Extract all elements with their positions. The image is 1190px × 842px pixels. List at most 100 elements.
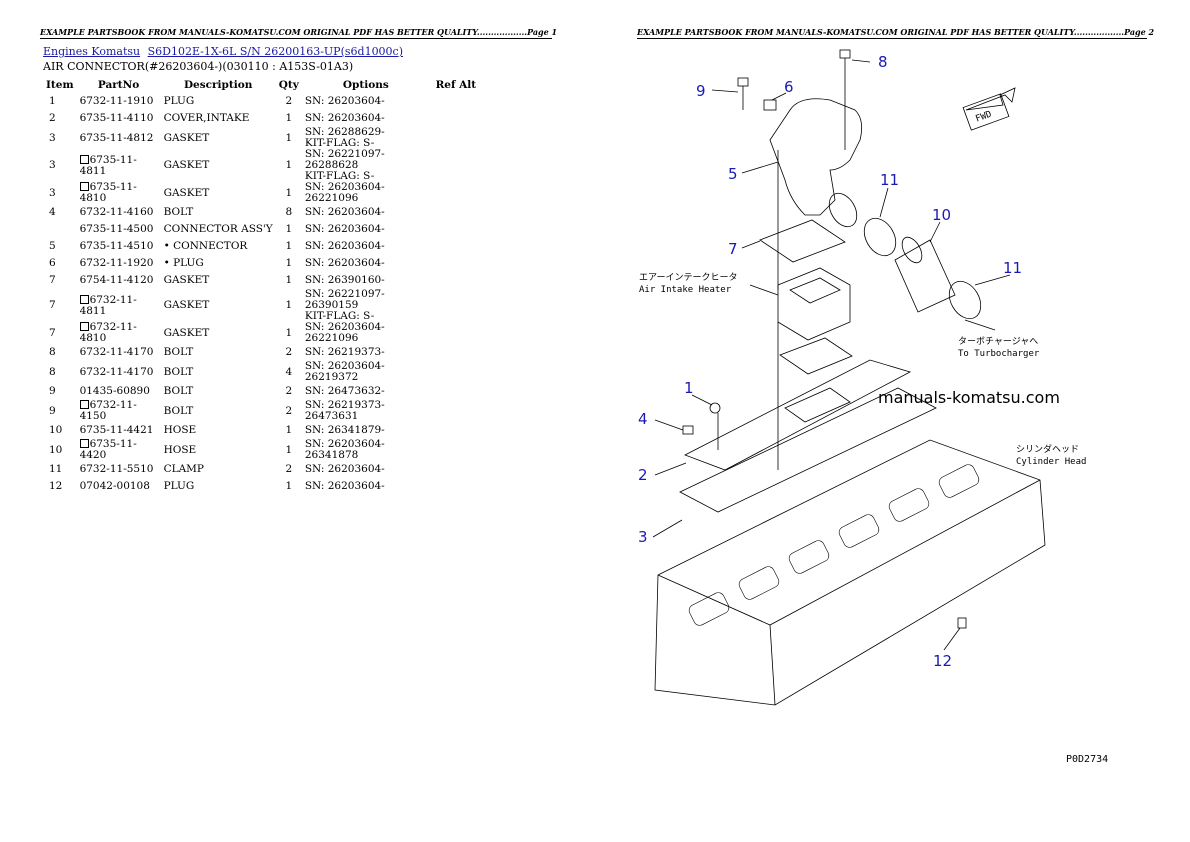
options-cell-text: SN: 26203604-: [304, 257, 385, 269]
item-cell: 8: [43, 344, 77, 361]
options-cell-text: SN: 26203604-: [304, 463, 385, 475]
options-cell: SN: 26203604-26341878: [302, 439, 430, 461]
qty-cell: 1: [276, 238, 302, 255]
page2-header: EXAMPLE PARTSBOOK FROM MANUALS-KOMATSU.C…: [637, 27, 1155, 39]
qty-cell-text: 1: [285, 424, 293, 436]
qty-cell-text: 1: [285, 257, 293, 269]
item-cell: 10: [43, 422, 77, 439]
description-cell: COVER,INTAKE: [161, 110, 276, 127]
partno-cell: 6732-11-1910: [77, 93, 161, 110]
item-cell-text: 12: [49, 480, 63, 492]
options-cell-text: SN: 26219373-26473631: [304, 399, 385, 422]
description-cell: GASKET: [161, 149, 276, 182]
options-cell: SN: 26203604-: [302, 204, 430, 221]
qty-cell-text: 1: [285, 223, 293, 235]
refalt-cell: [430, 383, 482, 400]
description-cell-text: • CONNECTOR: [163, 240, 248, 252]
partno-cell-text: 6754-11-4120: [79, 274, 154, 286]
description-cell-text: BOLT: [163, 385, 194, 397]
description-cell-text: PLUG: [163, 95, 195, 107]
description-cell: PLUG: [161, 93, 276, 110]
partno-cell: 6735-11-4110: [77, 110, 161, 127]
qty-cell: 1: [276, 289, 302, 322]
qty-cell: 2: [276, 383, 302, 400]
description-cell-text: GASKET: [163, 299, 210, 311]
options-cell: SN: 26221097-26390159 KIT-FLAG: S-: [302, 289, 430, 322]
breadcrumb: Engines Komatsu S6D102E-1X-6L S/N 262001…: [43, 45, 407, 58]
breadcrumb-link-engines[interactable]: Engines Komatsu: [43, 45, 141, 58]
qty-cell: 1: [276, 422, 302, 439]
alt-box-icon: [79, 294, 89, 304]
item-cell-text: 9: [49, 404, 56, 417]
qty-cell: 2: [276, 93, 302, 110]
options-cell: SN: 26390160-: [302, 272, 430, 289]
qty-cell: 8: [276, 204, 302, 221]
description-cell-text: HOSE: [163, 424, 197, 436]
page1-header: EXAMPLE PARTSBOOK FROM MANUALS-KOMATSU.C…: [40, 27, 558, 39]
options-cell-text: SN: 26203604-: [304, 480, 385, 492]
refalt-cell: [430, 272, 482, 289]
diagram-code: P0D2734: [1066, 754, 1108, 765]
description-cell-text: BOLT: [163, 365, 194, 378]
item-cell-text: 8: [49, 365, 56, 378]
partno-cell-text: 6732-11-1910: [79, 95, 154, 107]
col-options: Options: [342, 78, 389, 91]
partno-cell: 6732-11-5510: [77, 461, 161, 478]
qty-cell: 1: [276, 322, 302, 344]
description-cell: BOLT: [161, 361, 276, 383]
partno-cell: 6732-11-4170: [77, 361, 161, 383]
item-cell: 9: [43, 400, 77, 422]
turbo-label-en: To Turbocharger: [958, 349, 1040, 359]
partno-cell: 6735-11-4810: [77, 182, 161, 204]
item-cell: 3: [43, 127, 77, 149]
item-cell-text: 1: [49, 95, 56, 107]
qty-cell-text: 1: [285, 131, 293, 144]
partno-cell-text: 6732-11-1920: [79, 257, 154, 269]
partno-cell: 6735-11-4812: [77, 127, 161, 149]
partno-cell: 6735-11-4420: [77, 439, 161, 461]
qty-cell: 2: [276, 400, 302, 422]
item-cell-text: 3: [49, 186, 56, 199]
item-cell-text: 9: [49, 385, 56, 397]
qty-cell: 1: [276, 127, 302, 149]
col-partno: PartNo: [97, 78, 140, 91]
refalt-cell: [430, 361, 482, 383]
item-cell: 7: [43, 289, 77, 322]
partno-cell-text: 6732-11-4150: [79, 399, 137, 422]
heater-label-en: Air Intake Heater: [639, 285, 732, 295]
description-cell: • CONNECTOR: [161, 238, 276, 255]
item-cell-text: 10: [49, 443, 63, 456]
callout-6: 6: [784, 78, 794, 96]
alt-box-icon: [79, 400, 89, 409]
qty-cell-text: 2: [285, 463, 293, 475]
item-cell: 7: [43, 322, 77, 344]
breadcrumb-link-model[interactable]: S6D102E-1X-6L S/N 26200163-UP(s6d1000c): [147, 45, 404, 58]
refalt-cell: [430, 221, 482, 238]
description-cell-text: CLAMP: [163, 463, 204, 475]
item-cell: 5: [43, 238, 77, 255]
callout-labels: 9 6 8 5 11 10 7 11 1 4 2 3 12: [638, 53, 1022, 670]
options-cell-text: SN: 26221097-26288628 KIT-FLAG: S-: [304, 148, 385, 182]
qty-cell-text: 1: [285, 443, 293, 456]
options-cell-text: SN: 26203604-: [304, 240, 385, 252]
partno-cell: 07042-00108: [77, 478, 161, 495]
alt-box-icon: [79, 322, 89, 331]
description-cell: PLUG: [161, 478, 276, 495]
partno-cell: 6735-11-4510: [77, 238, 161, 255]
refalt-cell: [430, 204, 482, 221]
partno-cell-text: 6735-11-4500: [79, 223, 154, 235]
watermark: manuals-komatsu.com: [878, 388, 1060, 407]
partno-cell-text: 6732-11-5510: [79, 463, 154, 475]
col-qty: Qty: [278, 78, 299, 91]
refalt-cell: [430, 344, 482, 361]
item-cell: 3: [43, 149, 77, 182]
description-cell: BOLT: [161, 204, 276, 221]
options-cell: SN: 26203604-: [302, 221, 430, 238]
